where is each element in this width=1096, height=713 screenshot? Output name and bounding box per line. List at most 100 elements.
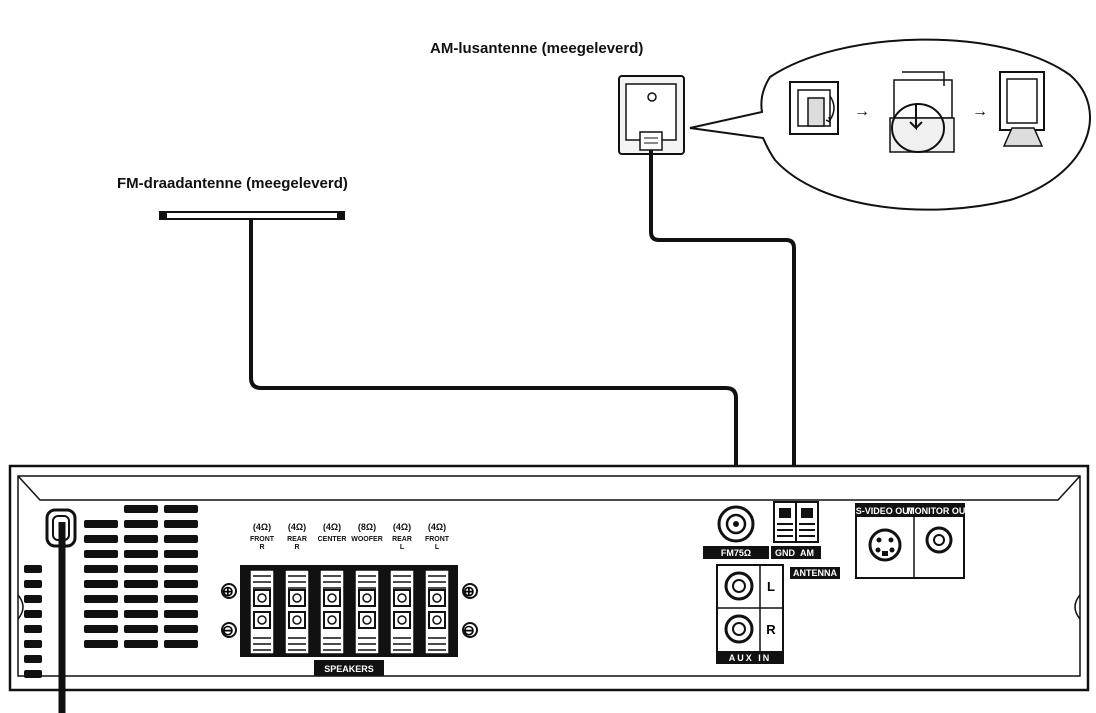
fm-antenna-label: FM-draadantenne (meegeleverd) <box>117 175 348 192</box>
vent-slot <box>84 565 118 573</box>
vent-slot <box>124 595 158 603</box>
assembly-callout: → → <box>689 38 1091 211</box>
terminal-screw <box>362 615 372 625</box>
vent-slot <box>84 520 118 528</box>
fm-jack-label: FM75Ω <box>721 548 751 558</box>
ventilation-grille <box>24 505 198 678</box>
speakers-label: SPEAKERS <box>324 664 374 674</box>
antenna-step-2-illustration <box>889 71 955 153</box>
arrow-1: → <box>854 103 870 120</box>
gnd-label: GND <box>775 548 796 558</box>
terminal-screw <box>397 615 407 625</box>
aux-in-block: L R AUX IN <box>716 564 784 664</box>
vent-slot <box>24 595 42 603</box>
vent-slot <box>124 565 158 573</box>
vent-slot <box>24 610 42 618</box>
aux-left-label: L <box>767 579 775 594</box>
speaker-channel-side: R <box>294 544 299 551</box>
vent-slot <box>84 550 118 558</box>
speaker-impedance-label: (4Ω) <box>253 522 271 532</box>
speaker-impedance-label: (4Ω) <box>428 522 446 532</box>
antenna-terminals: FM75Ω GND AM ANTENNA <box>703 501 840 579</box>
vent-slot <box>164 505 198 513</box>
am-loop-antenna <box>618 75 685 155</box>
speaker-channel-name: REAR <box>392 536 412 543</box>
vent-slot <box>124 550 158 558</box>
speaker-impedance-label: (8Ω) <box>358 522 376 532</box>
vent-slot <box>24 580 42 588</box>
vent-slot <box>84 535 118 543</box>
antenna-label: ANTENNA <box>793 568 837 578</box>
vent-slot <box>84 610 118 618</box>
vent-slot <box>124 625 158 633</box>
terminal-screw <box>257 615 267 625</box>
speaker-minus-sign-right: ⊖ <box>463 622 475 638</box>
power-cord <box>45 508 77 713</box>
am-antenna-cable <box>649 150 806 500</box>
vent-slot <box>24 625 42 633</box>
antenna-step-1-illustration <box>789 81 839 135</box>
vent-slot <box>124 520 158 528</box>
am-antenna-label: AM-lusantenne (meegeleverd) <box>430 40 643 57</box>
vent-slot <box>84 625 118 633</box>
speaker-plus-sign-right: ⊕ <box>463 583 475 599</box>
vent-slot <box>84 640 118 648</box>
speaker-channel-name: CENTER <box>318 536 347 543</box>
vent-slot <box>164 595 198 603</box>
vent-slot <box>124 610 158 618</box>
speaker-plus-sign: ⊕ <box>222 583 234 599</box>
antenna-step-3-illustration <box>999 71 1045 147</box>
speaker-channel-name: REAR <box>287 536 307 543</box>
speaker-terminal-block: ⊕ ⊖ ⊕ ⊖ SPEAKERS <box>221 565 478 676</box>
vent-slot <box>164 640 198 648</box>
vent-slot <box>164 565 198 573</box>
vent-slot <box>164 580 198 588</box>
speaker-impedance-label: (4Ω) <box>288 522 306 532</box>
vent-slot <box>164 520 198 528</box>
vent-slot <box>124 535 158 543</box>
terminal-screw <box>327 615 337 625</box>
svideo-out-label: S-VIDEO OUT <box>856 506 915 516</box>
speaker-channel-name: FRONT <box>425 536 450 543</box>
speaker-impedance-label: (4Ω) <box>323 522 341 532</box>
aux-right-label: R <box>766 622 776 637</box>
speaker-channel-labels: (4Ω)FRONTR(4Ω)REARR(4Ω)CENTER(8Ω)WOOFER(… <box>250 522 450 551</box>
terminal-screw <box>257 593 267 603</box>
vent-slot <box>24 640 42 648</box>
vent-slot <box>164 625 198 633</box>
vent-slot <box>124 580 158 588</box>
monitor-out-label: MONITOR OUT <box>907 506 971 516</box>
speaker-impedance-label: (4Ω) <box>393 522 411 532</box>
video-outputs: S-VIDEO OUT MONITOR OUT <box>855 503 971 579</box>
terminal-screw <box>292 593 302 603</box>
fm-wire-antenna <box>159 211 345 220</box>
vent-slot <box>124 505 158 513</box>
vent-slot <box>84 595 118 603</box>
vent-slot <box>164 535 198 543</box>
terminal-screw <box>327 593 337 603</box>
speaker-channel-side: L <box>435 544 440 551</box>
speaker-channel-name: FRONT <box>250 536 275 543</box>
svideo-jack <box>868 528 902 562</box>
vent-slot <box>164 550 198 558</box>
terminal-screw <box>432 615 442 625</box>
vent-slot <box>124 640 158 648</box>
vent-slot <box>164 610 198 618</box>
am-label: AM <box>800 548 814 558</box>
fm-antenna-cable <box>249 218 738 520</box>
vent-slot <box>84 580 118 588</box>
terminal-screw <box>292 615 302 625</box>
terminal-screw <box>397 593 407 603</box>
aux-in-label: AUX IN <box>729 653 772 663</box>
arrow-2: → <box>972 103 988 120</box>
vent-slot <box>24 670 42 678</box>
vent-slot <box>24 565 42 573</box>
speaker-channel-name: WOOFER <box>351 536 383 543</box>
terminal-screw <box>362 593 372 603</box>
terminal-screw <box>432 593 442 603</box>
speaker-channel-side: L <box>400 544 405 551</box>
vent-slot <box>24 655 42 663</box>
speaker-channel-side: R <box>259 544 264 551</box>
speaker-minus-sign: ⊖ <box>222 622 234 638</box>
